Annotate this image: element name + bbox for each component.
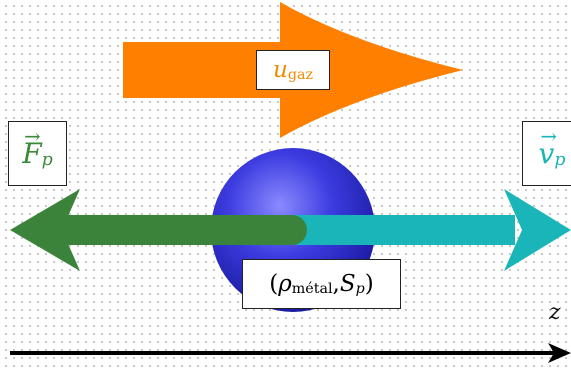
density-symbol: ρ [278,271,292,297]
particle-velocity-label: vp [522,121,571,186]
gas-velocity-symbol: u [273,57,288,83]
params-open-paren: ( [269,271,278,297]
gas-velocity-subscript: gaz [288,67,313,83]
params-close-paren: ) [365,271,374,297]
z-axis-arrow [10,343,571,363]
particle-velocity-subscript: p [554,150,565,170]
z-axis-label: z [549,300,561,325]
force-symbol: F [22,137,41,170]
drag-force-label: Fp [8,121,67,186]
section-symbol: S [340,271,356,297]
density-subscript: métal [292,281,333,297]
particle-velocity-symbol: v [539,137,555,170]
section-subscript: p [356,281,365,297]
force-subscript: p [42,150,53,170]
params-separator: , [333,271,340,297]
